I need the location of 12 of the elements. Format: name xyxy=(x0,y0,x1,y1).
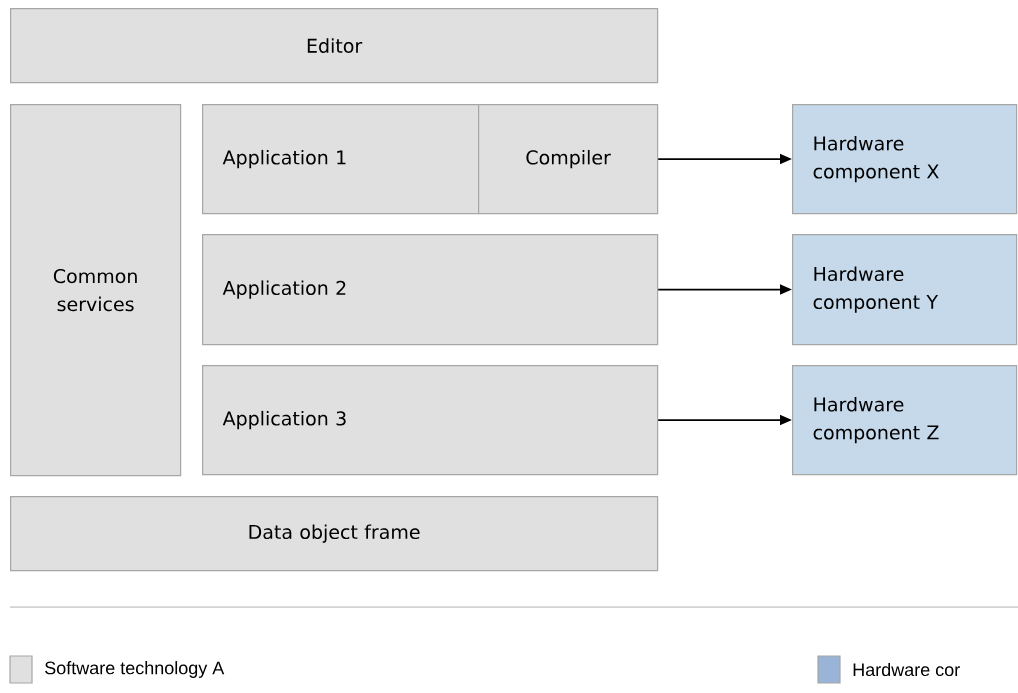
box: Application 3 xyxy=(202,365,659,476)
hardware-box: Hardware component Y xyxy=(792,234,1018,346)
legend-label: Software technology A xyxy=(45,661,225,678)
hardware-box: Hardware component Z xyxy=(792,365,1018,476)
box: Application 2 xyxy=(202,234,659,346)
services-column: Common services xyxy=(10,104,182,477)
box: Application 1 xyxy=(202,104,480,215)
box: Data object frame xyxy=(10,496,659,572)
box: Compiler xyxy=(478,104,659,215)
hardware-box: Hardware component X xyxy=(792,104,1018,215)
legend-label: Hardware cor xyxy=(853,662,960,677)
box: Editor xyxy=(10,8,659,84)
